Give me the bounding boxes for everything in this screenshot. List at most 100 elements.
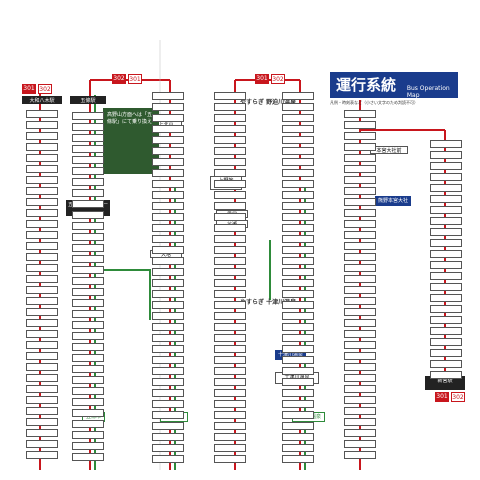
station-stub bbox=[152, 224, 184, 232]
station-stub bbox=[344, 319, 376, 327]
station-stub bbox=[72, 321, 104, 329]
station-stub bbox=[344, 308, 376, 316]
station-stub bbox=[152, 92, 184, 100]
callout-yasuragi-1: やすらぎ 野迫川温泉 bbox=[240, 99, 297, 106]
station-stub bbox=[282, 191, 314, 199]
station-gojo: 五條駅 bbox=[70, 96, 106, 104]
station-stub bbox=[344, 253, 376, 261]
station-stub bbox=[26, 264, 58, 272]
station-stub bbox=[214, 411, 246, 419]
station-stub bbox=[152, 422, 184, 430]
station-stub bbox=[344, 198, 376, 206]
route-302-badge-end: 302 bbox=[451, 392, 465, 402]
station-stub bbox=[152, 301, 184, 309]
station-stub bbox=[26, 198, 58, 206]
station-stub bbox=[214, 367, 246, 375]
station-stub bbox=[214, 180, 246, 188]
station-stub bbox=[26, 176, 58, 184]
station-stub bbox=[282, 180, 314, 188]
route-301-badge-top2: 301 bbox=[255, 74, 269, 84]
station-stub bbox=[214, 147, 246, 155]
station-stub bbox=[282, 301, 314, 309]
station-stub bbox=[282, 312, 314, 320]
station-stub bbox=[152, 356, 184, 364]
station-stub bbox=[214, 202, 246, 210]
station-stub bbox=[430, 250, 462, 258]
station-stub bbox=[26, 154, 58, 162]
station-stub bbox=[214, 301, 246, 309]
station-stub bbox=[152, 136, 184, 144]
station-stub bbox=[152, 411, 184, 419]
station-stub bbox=[152, 147, 184, 155]
station-stub bbox=[214, 246, 246, 254]
route-302-badge-top2: 302 bbox=[271, 74, 285, 84]
station-stub bbox=[26, 385, 58, 393]
station-stub bbox=[152, 455, 184, 463]
station-stub bbox=[344, 209, 376, 217]
station-stub bbox=[72, 277, 104, 285]
station-stub bbox=[26, 121, 58, 129]
station-stub bbox=[344, 187, 376, 195]
station-stub bbox=[344, 385, 376, 393]
station-stub bbox=[282, 268, 314, 276]
station-stub bbox=[152, 345, 184, 353]
station-stub bbox=[72, 211, 104, 219]
station-stub bbox=[26, 187, 58, 195]
station-stub bbox=[430, 294, 462, 302]
station-stub bbox=[72, 299, 104, 307]
station-stub bbox=[72, 365, 104, 373]
station-stub bbox=[214, 323, 246, 331]
station-stub bbox=[26, 132, 58, 140]
station-stub bbox=[430, 151, 462, 159]
station-stub bbox=[152, 290, 184, 298]
station-stub bbox=[72, 189, 104, 197]
station-stub bbox=[344, 154, 376, 162]
station-stub bbox=[214, 268, 246, 276]
station-stub bbox=[282, 224, 314, 232]
station-stub bbox=[430, 195, 462, 203]
station-stub bbox=[72, 420, 104, 428]
station-stub bbox=[344, 407, 376, 415]
station-stub bbox=[26, 275, 58, 283]
station-stub bbox=[72, 343, 104, 351]
station-stub bbox=[344, 165, 376, 173]
station-stub bbox=[152, 158, 184, 166]
callout-yasuragi-2: やすらぎ 十津川温泉 bbox=[240, 299, 297, 306]
station-stub bbox=[72, 354, 104, 362]
station-stub bbox=[152, 235, 184, 243]
station-stub bbox=[72, 112, 104, 120]
station-stub bbox=[152, 169, 184, 177]
station-stub bbox=[282, 235, 314, 243]
station-stub bbox=[26, 308, 58, 316]
station-stub bbox=[282, 455, 314, 463]
station-stub bbox=[26, 165, 58, 173]
station-stub bbox=[152, 257, 184, 265]
station-stub bbox=[344, 396, 376, 404]
station-stub bbox=[344, 110, 376, 118]
station-stub bbox=[152, 323, 184, 331]
station-stub bbox=[26, 341, 58, 349]
station-stub bbox=[72, 288, 104, 296]
station-stub bbox=[152, 246, 184, 254]
station-stub bbox=[152, 213, 184, 221]
station-stub bbox=[26, 242, 58, 250]
station-stub bbox=[214, 224, 246, 232]
station-stub bbox=[152, 400, 184, 408]
station-stub bbox=[26, 319, 58, 327]
station-stub bbox=[214, 334, 246, 342]
station-stub bbox=[214, 290, 246, 298]
station-stub bbox=[152, 433, 184, 441]
station-stub bbox=[430, 261, 462, 269]
legend-note: 凡例・時刻表など（小さい文字のため判読不可） bbox=[330, 100, 418, 105]
station-stub bbox=[72, 431, 104, 439]
station-stub bbox=[344, 220, 376, 228]
station-stub bbox=[344, 275, 376, 283]
station-stub bbox=[430, 239, 462, 247]
station-yamato-yagi: 大和八木駅 bbox=[22, 96, 62, 104]
station-stub bbox=[214, 158, 246, 166]
station-stub bbox=[344, 341, 376, 349]
sign-totsukawa: 十津川温泉 bbox=[275, 350, 307, 360]
station-stub bbox=[430, 162, 462, 170]
station-stub bbox=[344, 352, 376, 360]
station-stub bbox=[214, 433, 246, 441]
